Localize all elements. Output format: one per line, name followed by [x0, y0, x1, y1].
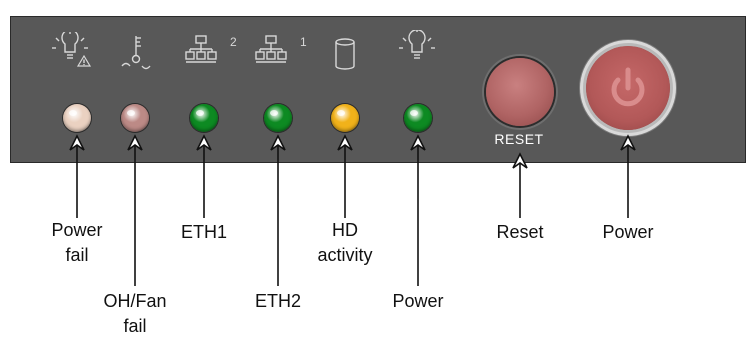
- callout-power-led: Power: [392, 291, 444, 311]
- callout-power-button: Power: [602, 222, 654, 242]
- callout-eth2: ETH2: [254, 291, 301, 311]
- led-eth2: [264, 104, 292, 132]
- network-icon: 1: [255, 35, 307, 63]
- network-number: 1: [300, 35, 307, 49]
- lamp-icon: [399, 30, 435, 59]
- led-oh-fan-fail: [121, 104, 149, 132]
- network-icon: 2: [185, 35, 237, 63]
- power-symbol-icon: [611, 67, 645, 107]
- callout-power-fail: Power fail: [51, 220, 103, 265]
- callout-hd-activity: HD activity: [317, 220, 373, 265]
- reset-button[interactable]: [486, 58, 554, 126]
- callout-eth1: ETH1: [180, 222, 227, 242]
- led-eth1: [190, 104, 218, 132]
- warning-lamp-icon: [52, 32, 92, 67]
- disk-icon: [335, 38, 355, 70]
- led-hd-activity: [331, 104, 359, 132]
- callout-oh-fan-fail: OH/Fan fail: [103, 291, 167, 336]
- network-number: 2: [230, 35, 237, 49]
- led-power-fail: [63, 104, 91, 132]
- callout-reset: Reset: [496, 222, 544, 242]
- reset-label: RESET: [494, 131, 544, 147]
- led-power: [404, 104, 432, 132]
- temperature-fan-icon: [121, 36, 151, 70]
